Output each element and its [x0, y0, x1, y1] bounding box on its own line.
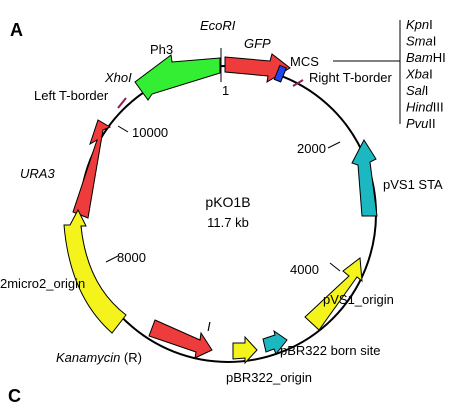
mcs-box — [273, 64, 287, 83]
tick-10000 — [117, 125, 129, 133]
ph3-arrow — [134, 54, 221, 101]
scale-label-10000: 10000 — [132, 125, 168, 140]
tick-4000 — [329, 262, 341, 272]
scale-label-4000: 4000 — [290, 262, 319, 277]
left-t-border-mark — [117, 97, 127, 109]
pbr322-born-site-label: pBR322 born site — [280, 343, 380, 358]
plasmid-size: 11.7 kb — [207, 215, 249, 230]
pbr322-origin-label: pBR322_origin — [226, 370, 312, 385]
ph3-label: Ph3 — [150, 42, 173, 57]
kanamycin-arrow — [148, 319, 213, 359]
pbr322-born-site-arrow — [262, 329, 288, 355]
kanamycin-label: Kanamycin (R) — [56, 350, 142, 365]
pbr322-origin-arrow — [232, 335, 258, 365]
mcs-label: MCS — [290, 54, 319, 69]
kanamycin-i-label: I — [207, 319, 211, 334]
pvs1-origin-label: pVS1_origin — [323, 292, 394, 307]
mcs-site: SalI — [406, 83, 428, 98]
mcs-site: SmaI — [406, 34, 436, 49]
plasmid-name: pKO1B — [205, 194, 250, 210]
panel-label-a: A — [10, 20, 23, 40]
mcs-site: PvuII — [406, 116, 436, 131]
mcs-site: HindIII — [406, 100, 444, 115]
scale-label-2000: 2000 — [297, 141, 326, 156]
left-t-border-label: Left T-border — [34, 88, 109, 103]
tick-2000 — [327, 141, 341, 149]
right-t-border-mark — [292, 79, 304, 87]
pvs1-origin-arrow — [304, 257, 363, 331]
mcs-site: KpnI — [406, 17, 433, 32]
ecori-label: EcoRI — [200, 18, 236, 33]
ura3-arrow — [72, 119, 112, 219]
mcs-site: BamHI — [406, 50, 446, 65]
micro2-origin-label: 2micro2_origin — [0, 276, 85, 291]
pvs1-sta-label: pVS1 STA — [383, 177, 443, 192]
right-t-border-label: Right T-border — [309, 70, 393, 85]
pvs1-sta-arrow — [351, 138, 378, 217]
ura3-label: URA3 — [20, 166, 55, 181]
scale-label-8000: 8000 — [117, 250, 146, 265]
xhoi-label: XhoI — [104, 70, 132, 85]
micro2-origin-arrow — [63, 208, 127, 334]
panel-label-c: C — [8, 386, 21, 402]
gfp-label: GFP — [244, 36, 271, 51]
tick-8000 — [105, 255, 119, 263]
ecori-position: 1 — [222, 83, 229, 98]
mcs-site: XbaI — [405, 67, 433, 82]
